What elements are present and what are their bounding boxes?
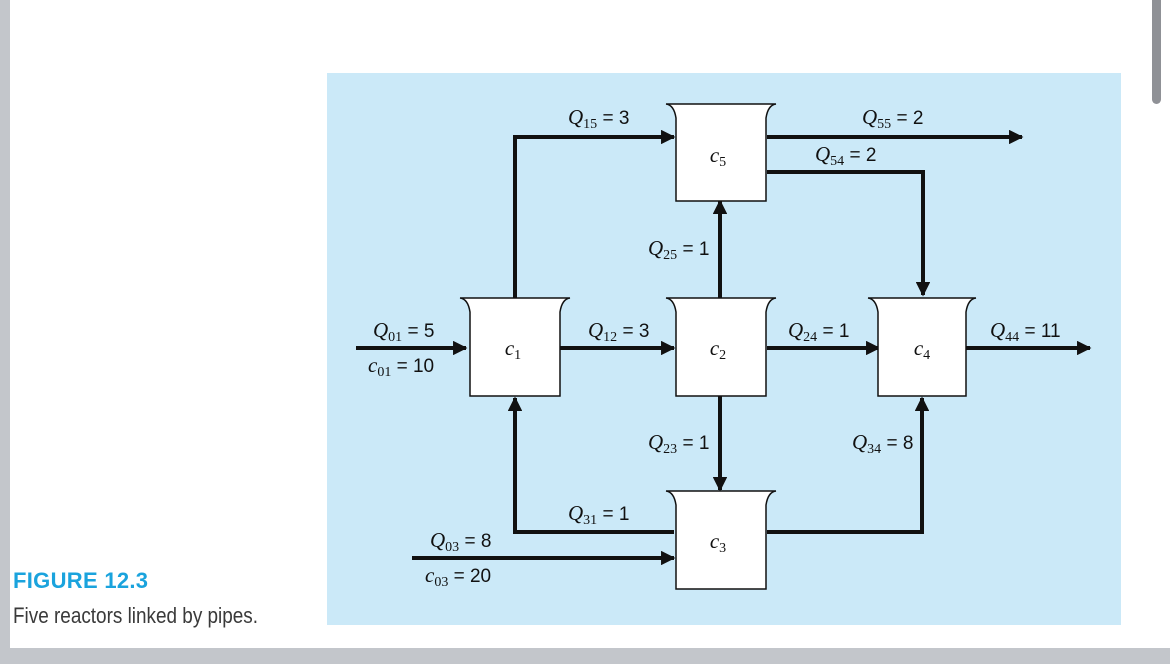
pipe-15 [513, 129, 676, 300]
scrollbar-thumb[interactable] [1152, 0, 1161, 104]
flow-label-q15: Q15 = 3 [568, 105, 629, 132]
pipe-34 [767, 396, 930, 534]
bottom-edge-bar [0, 648, 1170, 664]
flow-label-q25: Q25 = 1 [648, 236, 709, 263]
pipe-54 [767, 170, 931, 297]
reactor-label-c1: c1 [505, 336, 521, 363]
pipe-31 [507, 396, 674, 534]
left-edge-bar [0, 0, 10, 664]
flow-label-q34: Q34 = 8 [852, 430, 913, 457]
flow-label-q44: Q44 = 11 [990, 318, 1061, 345]
flow-label-q54: Q54 = 2 [815, 142, 876, 169]
reactor-tank-4 [867, 297, 977, 397]
flow-label-q23: Q23 = 1 [648, 430, 709, 457]
reactor-label-c2: c2 [710, 336, 726, 363]
figure-caption: Five reactors linked by pipes. [13, 603, 259, 628]
flow-label-c01: c01 = 10 [368, 353, 434, 380]
flow-label-c03: c03 = 20 [425, 563, 491, 590]
reactor-tank-1 [459, 297, 571, 397]
reactor-tank-2 [665, 297, 777, 397]
flow-label-q01: Q01 = 5 [373, 318, 434, 345]
figure-title: FIGURE 12.3 [13, 568, 149, 593]
flow-label-q12: Q12 = 3 [588, 318, 649, 345]
reactor-label-c3: c3 [710, 529, 726, 556]
reactor-tank-3 [665, 490, 777, 590]
flow-label-q55: Q55 = 2 [862, 105, 923, 132]
reactor-label-c4: c4 [914, 336, 930, 363]
flow-label-q24: Q24 = 1 [788, 318, 849, 345]
reactor-tank-5 [665, 103, 777, 202]
reactor-label-c5: c5 [710, 143, 726, 170]
flow-label-q31: Q31 = 1 [568, 501, 629, 528]
flow-label-q03: Q03 = 8 [430, 528, 491, 555]
